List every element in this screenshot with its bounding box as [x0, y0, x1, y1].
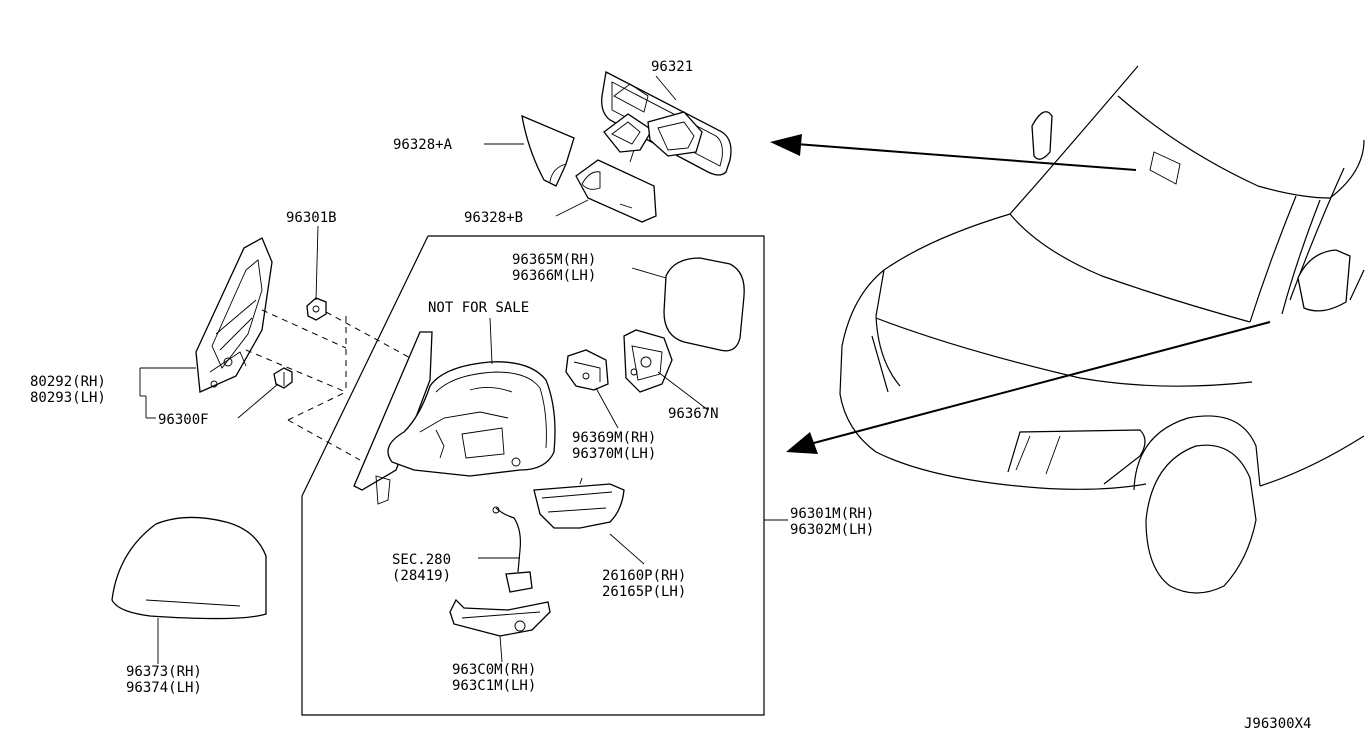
label-96367n: 96367N: [668, 406, 719, 422]
label-96366m: 96366M(LH): [512, 268, 596, 284]
label-80293: 80293(LH): [30, 390, 106, 406]
label-80292: 80292(RH): [30, 374, 106, 390]
label-96328-a: 96328+A: [393, 137, 453, 153]
leader-lines: [139, 75, 788, 664]
label-96365m: 96365M(RH): [512, 252, 596, 268]
screw-96300f: [273, 367, 293, 389]
label-sec-280: SEC.280: [392, 552, 451, 568]
label-96370m: 96370M(LH): [572, 446, 656, 462]
label-96374: 96374(LH): [126, 680, 202, 696]
mirror-cover-b: [575, 159, 657, 223]
label-96321: 96321: [651, 59, 693, 75]
mirror-base-cover: [449, 598, 551, 637]
label-963c1m: 963C1M(LH): [452, 678, 536, 694]
label-96301m: 96301M(RH): [790, 506, 874, 522]
label-96300f: 96300F: [158, 412, 209, 428]
label-26160p: 26160P(RH): [602, 568, 686, 584]
label-96369m: 96369M(RH): [572, 430, 656, 446]
mirror-actuator: [623, 329, 673, 393]
label-963c0m: 963C0M(RH): [452, 662, 536, 678]
door-mirror-body: [353, 331, 556, 505]
label-28419: (28419): [392, 568, 451, 584]
drawing-id: J96300X4: [1244, 716, 1311, 732]
label-96301b: 96301B: [286, 210, 337, 226]
mirror-base-bracket: [195, 237, 273, 393]
label-26165p: 26165P(LH): [602, 584, 686, 600]
vehicle-outline: [839, 65, 1365, 594]
label-96373: 96373(RH): [126, 664, 202, 680]
turn-signal-lamp: [533, 477, 625, 529]
mirror-glass: [663, 257, 745, 352]
arrow-down-left-icon: [786, 321, 1271, 454]
label-96302m: 96302M(LH): [790, 522, 874, 538]
inset-box-edge: [301, 235, 429, 497]
inner-mirror: [601, 71, 732, 176]
arrow-left-icon: [770, 134, 1137, 171]
mirror-motor: [565, 349, 609, 391]
inset-box: [301, 235, 765, 716]
grommet-96301b: [306, 297, 327, 321]
mirror-cap: [111, 516, 267, 620]
label-not-for-sale: NOT FOR SALE: [428, 300, 529, 316]
wire-harness: [492, 506, 533, 593]
label-96328-b: 96328+B: [464, 210, 523, 226]
mirror-cover-a: [521, 114, 575, 187]
